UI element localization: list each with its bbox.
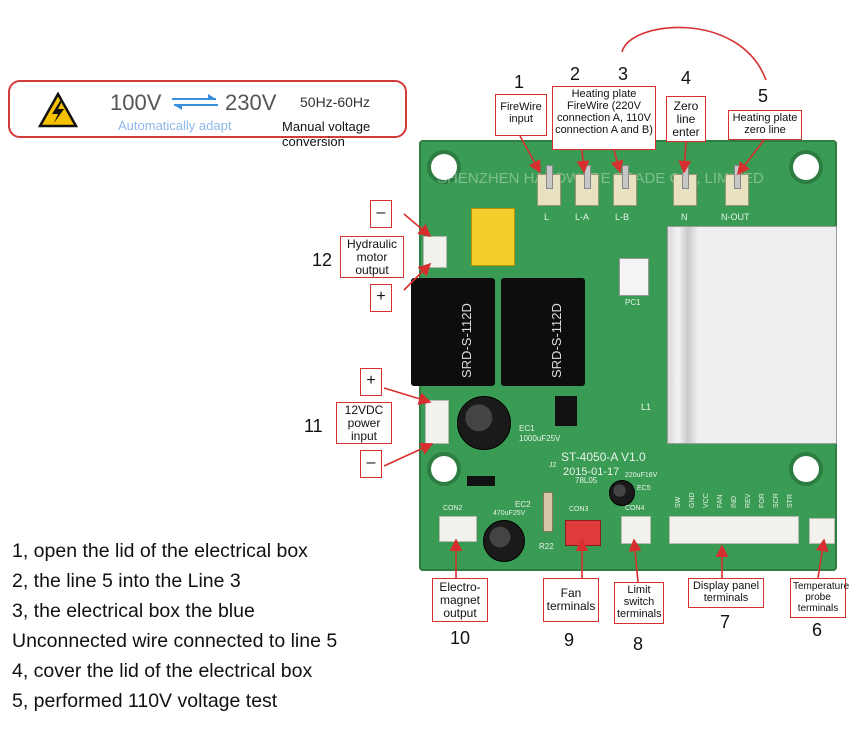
- voltage-banner: 100V 230V 50Hz-60Hz Automatically adapt …: [8, 80, 407, 149]
- hydraulic-plus: +: [370, 284, 392, 312]
- callout-label-temperature-probe-terminals: Temperature probe terminals: [790, 578, 849, 618]
- connector-con2: [439, 516, 477, 542]
- pcb-board: SHENZHEN HARDWARE TRADE CO., LIMITED L L…: [411, 140, 837, 571]
- silk-ec5-val: 220uF16V: [625, 472, 658, 479]
- callout-number-2: 2: [570, 64, 581, 84]
- callout-label-hydraulic-motor-output: Hydraulic motor output: [340, 236, 404, 278]
- step-item: 1, open the lid of the electrical box: [12, 540, 308, 562]
- optocoupler: [619, 258, 649, 296]
- silk-l1: L1: [641, 402, 652, 412]
- display-panel-connector: [669, 516, 799, 544]
- callout-label-12vdc-power-input: 12VDC power input: [336, 402, 392, 444]
- diode: [467, 476, 495, 486]
- silk-la: L-A: [575, 212, 590, 222]
- silk-lb: L-B: [615, 212, 630, 222]
- power-connector: [425, 400, 449, 444]
- mount-hole: [431, 154, 457, 180]
- terminal-l: [537, 165, 561, 206]
- callout-number-8: 8: [633, 634, 644, 654]
- silk-pc1: PC1: [625, 298, 641, 307]
- silk-con4: CON4: [625, 505, 645, 512]
- silk-ec5: EC5: [637, 485, 651, 492]
- manual-conversion-text: Manual voltage conversion: [282, 119, 371, 149]
- voltage-regulator: [555, 396, 577, 426]
- callout-label-limit-switch-terminals: Limit switch terminals: [614, 582, 664, 624]
- capacitor-ec1: [457, 396, 511, 450]
- silk-ec2: EC2: [515, 500, 531, 509]
- bidirectional-arrow-icon: [172, 94, 218, 110]
- silk-ec1-val: 1000uF25V: [519, 434, 561, 443]
- power-minus: –: [360, 450, 382, 478]
- frequency-range: 50Hz-60Hz: [300, 94, 371, 110]
- step-item: Unconnected wire connected to line 5: [12, 630, 338, 652]
- callout-label-zero-line-enter: Zero line enter: [666, 96, 706, 142]
- step-item: 2, the line 5 into the Line 3: [12, 570, 241, 592]
- callout-label-heating-plate-firewire: Heating plate FireWire (220V connection …: [552, 86, 656, 150]
- silk-con2: CON2: [443, 505, 463, 512]
- capacitor-ec5: [609, 480, 635, 506]
- callout-number-6: 6: [812, 620, 823, 640]
- board-date: 2015-01-17: [563, 466, 620, 478]
- voltage-low: 100V: [110, 90, 162, 115]
- silk-con3: CON3: [569, 506, 589, 513]
- capacitor-ec2: [483, 520, 525, 562]
- step-item: 4, cover the lid of the electrical box: [12, 660, 313, 682]
- callout-number-1: 1: [514, 72, 525, 92]
- heatsink: [667, 226, 837, 444]
- callout-label-firewire-input: FireWire input: [495, 94, 547, 136]
- terminal-la: [575, 165, 599, 206]
- hydraulic-minus: –: [370, 200, 392, 228]
- callout-label-electromagnet-output: Electro-magnet output: [432, 578, 488, 622]
- silk-ec1: EC1: [519, 424, 535, 433]
- callout-number-5: 5: [758, 86, 769, 106]
- callout-label-fan-terminals: Fan terminals: [543, 578, 599, 622]
- voltage-high: 230V: [225, 90, 277, 115]
- high-voltage-warning-icon: [38, 92, 78, 128]
- instruction-steps: 1, open the lid of the electrical box 2,…: [12, 536, 432, 716]
- mount-hole: [431, 456, 457, 482]
- callout-number-11: 11: [304, 416, 323, 436]
- callout-number-4: 4: [681, 68, 692, 88]
- callout-number-12: 12: [312, 250, 333, 270]
- callout-number-10: 10: [450, 628, 471, 648]
- callout-label-heating-plate-zero-line: Heating plate zero line: [728, 110, 802, 140]
- terminal-lb: [613, 165, 637, 206]
- silk-ec2-val: 470uF25V: [493, 510, 526, 517]
- callout-number-7: 7: [720, 612, 731, 632]
- silk-n-out: N-OUT: [721, 212, 750, 222]
- power-plus: +: [360, 368, 382, 396]
- mount-hole: [793, 456, 819, 482]
- silk-n: N: [681, 212, 688, 222]
- mount-hole: [793, 154, 819, 180]
- board-model: ST-4050-A V1.0: [561, 450, 646, 464]
- auto-adapt-text: Automatically adapt: [118, 118, 232, 133]
- callout-number-3: 3: [618, 64, 629, 84]
- step-item: 5, performed 110V voltage test: [12, 690, 278, 712]
- silk-r22: R22: [539, 542, 554, 551]
- film-capacitor: [471, 208, 515, 266]
- relay-1: SRD-S-112D: [411, 278, 495, 386]
- callout-label-display-panel-terminals: Display panel terminals: [688, 578, 764, 608]
- step-item: 3, the electrical box the blue: [12, 600, 255, 622]
- terminal-n-out: [725, 165, 749, 206]
- silk-l: L: [544, 212, 550, 222]
- resistor-r22: [543, 492, 553, 532]
- hydraulic-connector: [423, 236, 447, 268]
- silk-78l05: 78L05: [575, 476, 598, 485]
- callout-number-9: 9: [564, 630, 575, 650]
- silk-j2: J2: [549, 462, 557, 469]
- relay-2: SRD-S-112D: [501, 278, 585, 386]
- terminal-n: [673, 165, 697, 206]
